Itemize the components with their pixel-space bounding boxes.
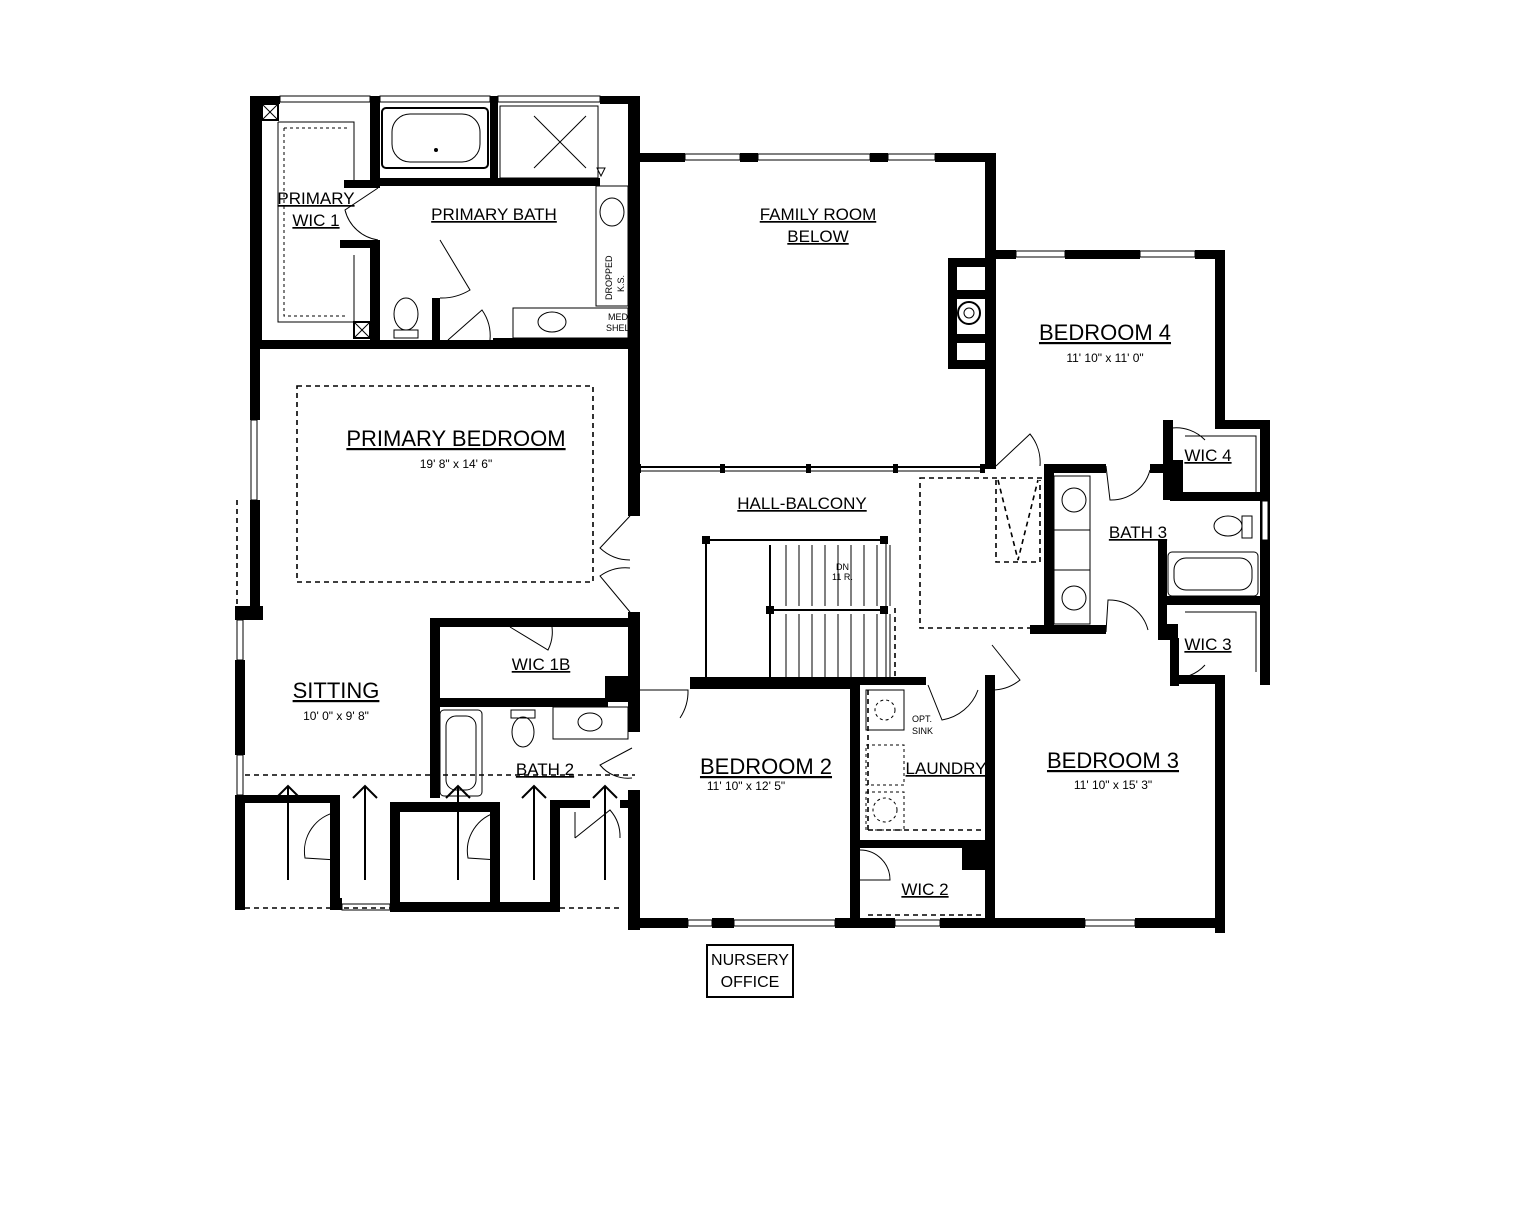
walls [235,96,1270,933]
stair: DN 11 R. [702,536,891,679]
stair-note-risers: 11 R. [832,572,853,582]
room-label-bath2: BATH 2 [516,760,574,779]
room-dims-bedroom3: 11' 10" x 15' 3" [1074,778,1152,792]
note-sink: SINK [912,726,933,736]
bathtub-icon [381,107,489,169]
room-label-family-room: FAMILY ROOM [760,205,877,224]
nursery-office-option: NURSERY OFFICE [706,944,794,998]
room-label-bedroom3: BEDROOM 3 [1047,748,1179,773]
shower-icon [499,105,606,179]
room-label-bedroom4: BEDROOM 4 [1039,320,1171,345]
room-label-bedroom2: BEDROOM 2 [700,754,832,779]
note-media: MEDIA [608,312,637,322]
room-label-wic3: WIC 3 [1184,635,1231,654]
room-label-sitting: SITTING [293,678,380,703]
note-ks: K.S. [616,275,626,292]
note-opt: OPT. [912,714,932,724]
room-dims-sitting: 10' 0" x 9' 8" [303,709,369,723]
doors [303,187,1206,881]
chase-icon [261,103,983,865]
option-label-nursery: NURSERY [711,952,789,969]
windows [236,95,1269,927]
room-label-laundry: LAUNDRY [906,759,987,778]
room-label-primary-wic1-line2: WIC 1 [292,211,339,230]
note-shelf: SHELF [606,323,636,333]
room-label-family-room-below: BELOW [787,227,848,246]
room-label-bath3: BATH 3 [1109,523,1167,542]
stair-note-dn: DN [836,562,849,572]
room-dims-bedroom2: 11' 10" x 12' 5" [707,779,785,793]
vanity-icon [512,185,629,339]
room-label-primary-bath: PRIMARY BATH [431,205,557,224]
room-label-wic4: WIC 4 [1184,446,1231,465]
toilet-icon [393,297,1253,748]
room-label-wic2: WIC 2 [901,880,948,899]
room-dims-bedroom4: 11' 10" x 11' 0" [1066,351,1143,365]
room-label-primary-bedroom: PRIMARY BEDROOM [346,426,565,451]
room-labels: PRIMARY WIC 1 PRIMARY BATH FAMILY ROOM B… [277,189,1231,899]
fixtures [261,103,1259,880]
room-label-hall-balcony: HALL-BALCONY [737,494,866,513]
storage-arrows [275,784,618,880]
option-label-office: OFFICE [721,974,780,991]
room-label-primary-wic1-line1: PRIMARY [277,189,354,208]
plan-notes: DROPPED K.S. MEDIA SHELF OPT. SINK [604,255,933,736]
note-dropped: DROPPED [604,255,614,300]
room-dims-primary-bedroom: 19' 8" x 14' 6" [420,457,492,471]
room-label-wic1b: WIC 1B [512,655,571,674]
